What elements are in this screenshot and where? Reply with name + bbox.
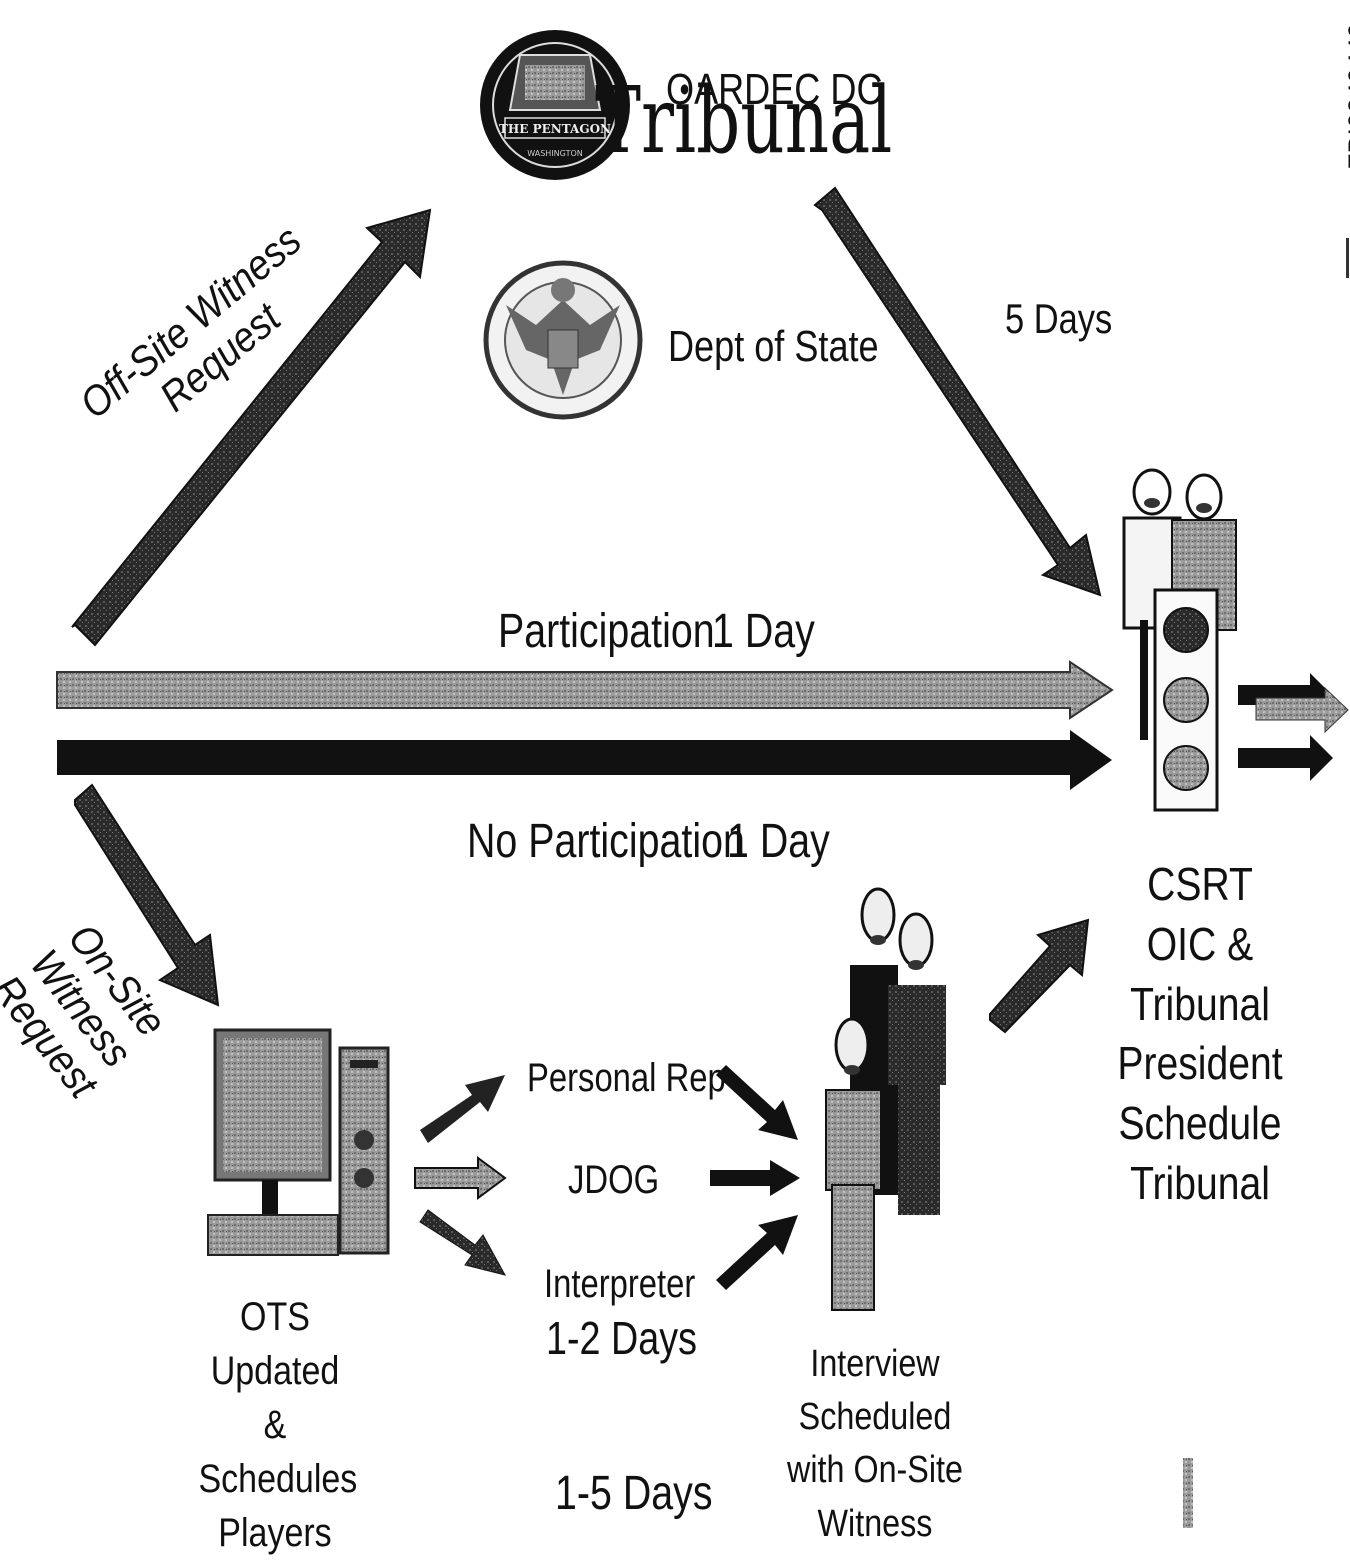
interpreter-label: Interpreter (544, 1262, 696, 1306)
jdog-label: JDOG (568, 1158, 660, 1202)
computer-icon (207, 1028, 390, 1256)
no-participation-days-label: 1 Day (727, 815, 830, 868)
offsite-request-arrow (71, 208, 432, 647)
players-to-interview-arrows (710, 1065, 800, 1290)
onsite-request-arrow (74, 783, 220, 1007)
document-id: FBI0240440 (1343, 22, 1350, 170)
interview-label: Interview Scheduled with On-Site Witness (787, 1343, 963, 1545)
participation-label: Participation (498, 605, 715, 658)
interpreter-days-label: 1-2 Days (546, 1312, 697, 1364)
dept-of-state-label: Dept of State (668, 322, 879, 371)
board-label: CSRT OIC & Tribunal President Schedule T… (1117, 858, 1283, 1209)
state-department-seal-icon (483, 260, 643, 420)
ots-label: OTS Updated & Schedules Players (198, 1295, 358, 1555)
tribunal-board-figures-icon (1122, 468, 1237, 740)
tribunal-label: Tribunal (595, 67, 893, 174)
total-days-label: 1-5 Days (555, 1467, 713, 1520)
witness-request-process-diagram: THE PENTAGON WASHINGTON (0, 22, 1350, 1555)
edge-mark (1346, 238, 1349, 278)
diagram-graphics: THE PENTAGON WASHINGTON (56, 30, 1349, 1528)
participation-days-label: 1 Day (712, 605, 815, 658)
svg-text:THE PENTAGON: THE PENTAGON (499, 122, 611, 136)
no-participation-label: No Participation (467, 815, 745, 868)
scan-mark (1183, 1458, 1193, 1528)
to-board-days-label: 5 Days (1005, 295, 1113, 342)
computer-to-players-arrows (414, 1075, 507, 1276)
pentagon-seal-icon: THE PENTAGON WASHINGTON (480, 30, 630, 180)
oardec-label: OARDEC DC (666, 65, 883, 114)
personal-rep-label: Personal Rep (527, 1056, 726, 1100)
to-board-arrow (813, 186, 1102, 597)
no-participation-arrow (57, 730, 1112, 790)
output-arrows (1238, 673, 1349, 781)
svg-text:WASHINGTON: WASHINGTON (527, 149, 582, 158)
participation-arrow (56, 660, 1114, 720)
interview-figures-icon (825, 887, 946, 1311)
interview-to-board-arrow (989, 918, 1090, 1034)
traffic-light-podium-icon (1153, 588, 1219, 812)
